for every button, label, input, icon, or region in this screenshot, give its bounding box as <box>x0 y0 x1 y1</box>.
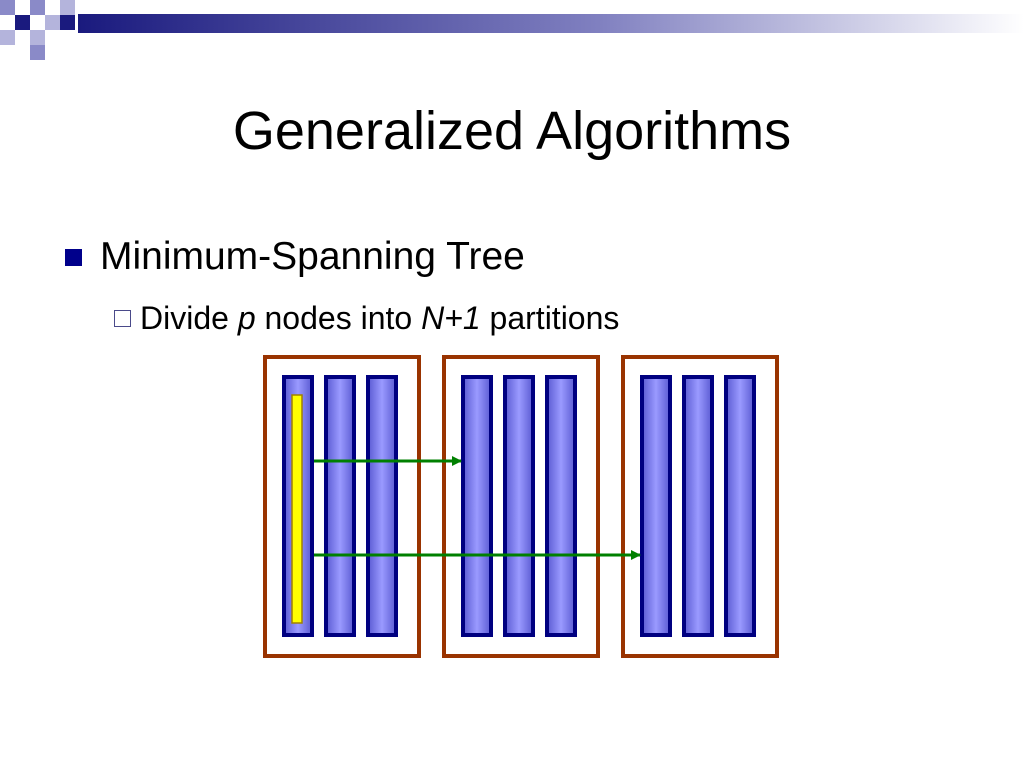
node-column <box>503 375 535 637</box>
bullet-text: Minimum-Spanning Tree <box>100 235 525 278</box>
hollow-square-icon <box>114 309 131 327</box>
node-column <box>682 375 714 637</box>
bullet-text-segment: nodes into <box>255 299 422 336</box>
node-column <box>545 375 577 637</box>
highlighted-node <box>291 394 303 624</box>
node-column <box>366 375 398 637</box>
node-column <box>282 375 314 637</box>
slide-title: Generalized Algorithms <box>232 101 792 161</box>
node-column <box>461 375 493 637</box>
checker-square <box>0 30 15 45</box>
checker-square <box>0 0 15 15</box>
checker-square <box>30 45 45 60</box>
node-column <box>640 375 672 637</box>
partition-box <box>263 355 421 658</box>
checker-square <box>30 0 45 15</box>
checker-square <box>60 0 75 15</box>
node-column <box>324 375 356 637</box>
checker-square <box>60 15 75 30</box>
bullet-text-segment: partitions <box>480 299 620 336</box>
partition-box <box>442 355 600 658</box>
top-decorative-band <box>0 0 1024 60</box>
bullet-level-1: Minimum-Spanning Tree <box>62 232 525 282</box>
partition-box <box>621 355 779 658</box>
bullet-text-segment: Divide <box>140 299 238 336</box>
node-column <box>724 375 756 637</box>
checker-square <box>15 15 30 30</box>
bullet-text-segment-italic: p <box>237 299 256 336</box>
filled-square-icon <box>65 248 82 266</box>
band-gradient <box>78 14 1024 33</box>
checker-square <box>45 15 60 30</box>
bullet-level-2: Divide p nodes into N+1 partitions <box>114 298 619 338</box>
checker-square <box>30 30 45 45</box>
bullet-text-segment-italic: N+1 <box>421 299 481 336</box>
